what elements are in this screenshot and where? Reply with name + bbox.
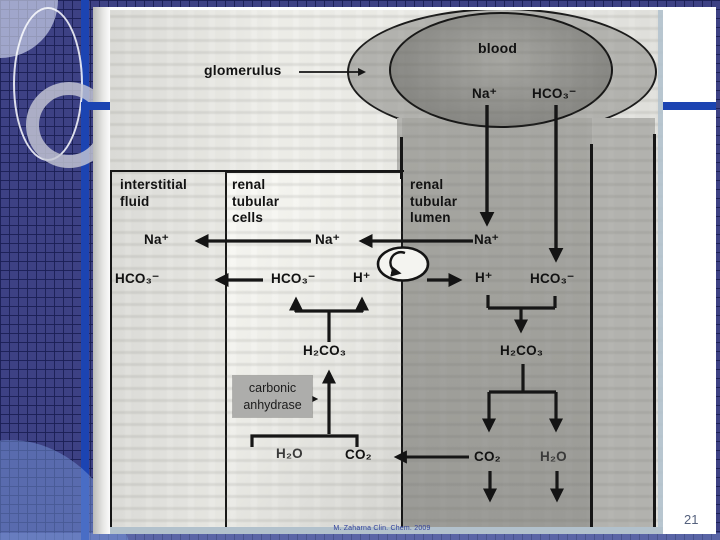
h2o-label-lumen: H₂O xyxy=(540,449,567,464)
vertical-accent-line xyxy=(81,0,89,540)
renal-tubular-cells-box xyxy=(225,171,403,534)
region-label-renal-tubular-cells: renal tubular cells xyxy=(232,177,280,225)
region-label-renal-tubular-lumen: renal tubular lumen xyxy=(410,177,458,225)
h2co3-label-lumen: H₂CO₃ xyxy=(500,343,544,358)
lumen-right-wall xyxy=(590,144,593,530)
watermark-strip xyxy=(110,527,663,534)
faded-print-texture xyxy=(110,10,663,527)
na-label-interstitium: Na⁺ xyxy=(144,232,169,247)
scanned-figure xyxy=(110,10,663,534)
region-label-interstitial-fluid: interstitial fluid xyxy=(120,177,187,209)
hco3-label-interstitium: HCO₃⁻ xyxy=(115,271,160,286)
hco3-label-cell: HCO₃⁻ xyxy=(271,271,316,286)
watermark-text: M. Zaharna Clin. Chem. 2009 xyxy=(333,525,431,532)
glomerulus-label: glomerulus xyxy=(204,62,282,78)
tubule-lumen-column xyxy=(402,118,592,530)
hco3-label-blood: HCO₃⁻ xyxy=(532,86,577,101)
figure-top-border xyxy=(110,170,404,172)
blood-oval xyxy=(389,12,613,128)
scan-edge-shadow xyxy=(658,10,663,534)
page-number: 21 xyxy=(684,512,699,527)
h-label-cell: H⁺ xyxy=(353,270,371,285)
na-label-lumen: Na⁺ xyxy=(474,232,499,247)
co2-label-lumen: CO₂ xyxy=(474,449,501,464)
lumen-left-wall-upper xyxy=(400,137,403,179)
co2-label-cell: CO₂ xyxy=(345,447,372,462)
na-label-cell: Na⁺ xyxy=(315,232,340,247)
hco3-label-lumen: HCO₃⁻ xyxy=(530,271,575,286)
bottom-accent-strip xyxy=(0,533,720,540)
h2co3-label-cell: H₂CO₃ xyxy=(303,343,347,358)
carbonic-anhydrase-label: carbonic anhydrase xyxy=(243,380,302,412)
na-label-blood: Na⁺ xyxy=(472,86,497,101)
carbonic-anhydrase-box: carbonic anhydrase xyxy=(233,376,312,417)
h2o-label-cell: H₂O xyxy=(276,446,303,461)
figure-left-border xyxy=(110,170,112,530)
blood-label: blood xyxy=(478,40,518,56)
h-label-lumen: H⁺ xyxy=(475,270,493,285)
tubule-outer-right-wall xyxy=(653,134,656,530)
